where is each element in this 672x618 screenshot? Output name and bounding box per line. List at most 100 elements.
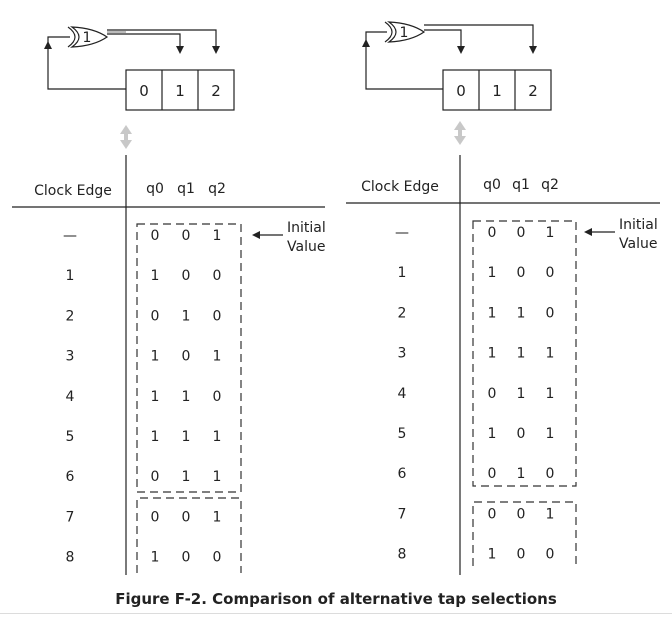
row-q0-value: 1: [488, 305, 497, 321]
row-q1-value: 1: [517, 466, 526, 482]
row-q1-value: 0: [517, 547, 526, 563]
register-cell-1: 1: [492, 82, 502, 100]
header-q0: q0: [146, 181, 164, 197]
register-cell-2: 2: [528, 82, 538, 100]
row-q0-value: 1: [151, 268, 160, 284]
value-label: Value: [619, 236, 657, 252]
row-q2-value: 0: [546, 265, 555, 281]
tap-wire-q1: [107, 33, 184, 54]
initial-label: Initial: [619, 217, 658, 233]
shift-register-right: 0 1 2: [442, 69, 552, 111]
row-q0-value: 1: [151, 429, 160, 445]
row-q0-value: 1: [151, 389, 160, 405]
row-clock-edge: 8: [398, 547, 407, 563]
row-q2-value: 0: [546, 305, 555, 321]
row-q2-value: 1: [213, 509, 222, 525]
row-q0-value: 1: [488, 547, 497, 563]
header-clock-edge: Clock Edge: [34, 183, 112, 199]
sequence-box: [472, 220, 577, 487]
row-q0-value: 0: [488, 506, 497, 522]
tap-wire-q0: [424, 29, 465, 54]
row-clock-edge: 6: [398, 466, 407, 482]
register-cell-0: 0: [139, 82, 149, 100]
row-clock-edge: 2: [66, 308, 75, 324]
header-q1: q1: [177, 181, 195, 197]
row-q2-value: 1: [213, 349, 222, 365]
row-clock-edge: 7: [66, 509, 75, 525]
gray-double-arrow-icon: [120, 125, 132, 149]
row-q2-value: 1: [546, 506, 555, 522]
header-q2: q2: [208, 181, 226, 197]
row-clock-edge: —: [395, 225, 409, 241]
register-box: [125, 69, 235, 111]
bottom-divider: [0, 613, 672, 614]
row-q1-value: 0: [182, 268, 191, 284]
row-q1-value: 0: [182, 349, 191, 365]
row-q0-value: 0: [151, 509, 160, 525]
row-q1-value: 0: [517, 426, 526, 442]
lfsr-diagram-left: 0 1 2 1: [44, 26, 235, 149]
row-q1-value: 1: [182, 308, 191, 324]
row-q1-value: 0: [517, 506, 526, 522]
xor-label: 1: [83, 30, 92, 46]
row-q0-value: 1: [151, 349, 160, 365]
row-clock-edge: 3: [66, 349, 75, 365]
row-q1-value: 0: [182, 509, 191, 525]
row-q1-value: 1: [517, 346, 526, 362]
row-q2-value: 0: [546, 547, 555, 563]
row-q1-value: 0: [182, 228, 191, 244]
row-clock-edge: 5: [66, 429, 75, 445]
repeat-box: [472, 501, 577, 566]
register-cell-1: 1: [175, 82, 185, 100]
row-q1-value: 1: [517, 386, 526, 402]
feedback-arrow-icon: [44, 41, 52, 49]
row-q2-value: 1: [546, 426, 555, 442]
row-q0-value: 1: [151, 550, 160, 566]
row-q2-value: 0: [213, 550, 222, 566]
sequence-box: [136, 223, 242, 493]
row-q2-value: 1: [213, 228, 222, 244]
row-clock-edge: 2: [398, 305, 407, 321]
xor-label: 1: [400, 25, 409, 41]
row-clock-edge: 8: [66, 550, 75, 566]
xor-gate-right: 1: [384, 21, 426, 43]
row-clock-edge: 6: [66, 469, 75, 485]
row-q2-value: 0: [546, 466, 555, 482]
register-box: [442, 69, 552, 111]
header-q2: q2: [541, 177, 559, 193]
feedback-wire: [47, 36, 126, 90]
row-q2-value: 0: [213, 268, 222, 284]
row-clock-edge: 4: [66, 389, 75, 405]
row-q0-value: 1: [488, 265, 497, 281]
row-q1-value: 1: [182, 389, 191, 405]
row-clock-edge: 1: [66, 268, 75, 284]
row-clock-edge: 1: [398, 265, 407, 281]
row-q0-value: 0: [151, 228, 160, 244]
row-q0-value: 0: [488, 225, 497, 241]
row-q2-value: 1: [546, 386, 555, 402]
tap-wire-q2: [424, 24, 537, 54]
row-q1-value: 1: [517, 305, 526, 321]
row-clock-edge: 4: [398, 386, 407, 402]
row-q2-value: 0: [213, 308, 222, 324]
row-q0-value: 0: [488, 386, 497, 402]
row-q2-value: 1: [213, 429, 222, 445]
header-q0: q0: [483, 177, 501, 193]
row-q2-value: 1: [213, 469, 222, 485]
lfsr-diagram-right: 0 1 2 1: [362, 21, 552, 145]
tap-wire-q2: [107, 29, 220, 54]
row-q0-value: 0: [488, 466, 497, 482]
row-clock-edge: 7: [398, 506, 407, 522]
xor-gate-left: 1: [67, 26, 109, 48]
value-label: Value: [287, 239, 325, 255]
row-q1-value: 0: [517, 225, 526, 241]
row-q1-value: 1: [182, 429, 191, 445]
row-q1-value: 0: [517, 265, 526, 281]
initial-label: Initial: [287, 220, 326, 236]
row-clock-edge: —: [63, 228, 77, 244]
register-cell-2: 2: [211, 82, 221, 100]
row-q1-value: 1: [182, 469, 191, 485]
row-q1-value: 0: [182, 550, 191, 566]
row-q0-value: 1: [488, 346, 497, 362]
